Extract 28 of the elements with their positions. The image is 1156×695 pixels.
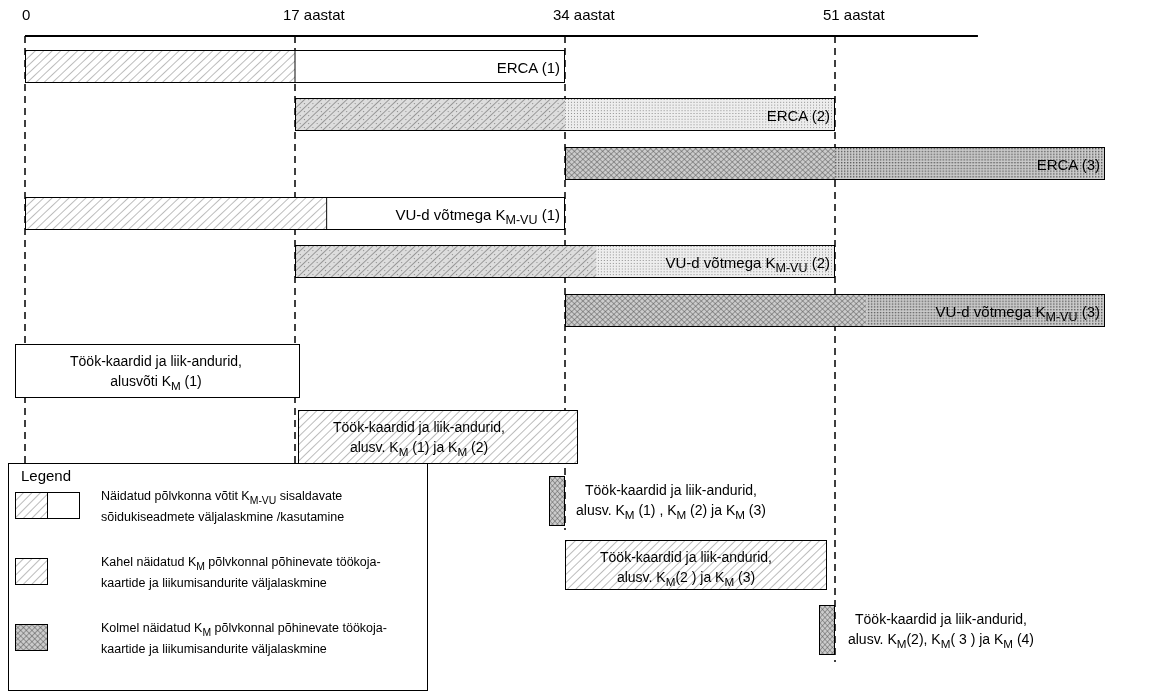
timeline-bar xyxy=(565,147,1105,180)
timeline-bar xyxy=(298,410,578,464)
bar-label: VU-d võtmega K$_{M-VU}$ (2) xyxy=(665,252,830,277)
bar-label: VU-d võtmega K$_{M-VU}$ (1) xyxy=(395,204,560,229)
tick-label: 51 aastat xyxy=(823,6,885,23)
timeline-bar xyxy=(565,294,1105,327)
timeline-bar xyxy=(25,50,565,83)
legend-text: Kolmel näidatud K$_{M}$ põlvkonnal põhinevate töökoja-kaartide ja liikumisandurite väljalaskmine xyxy=(101,620,388,657)
timeline-bar xyxy=(295,98,835,131)
bar-label: VU-d võtmega K$_{M-VU}$ (3) xyxy=(935,301,1100,326)
timeline-bar xyxy=(25,197,565,230)
timeline-bar xyxy=(565,540,828,590)
tick-label: 0 xyxy=(22,6,31,23)
bar-caption: Töök-kaardid ja liik-andurid, alusv. K$_{M}$ (1) , K$_{M}$ (2) ja K$_{M}$ (3) xyxy=(575,481,767,523)
legend-text: Näidatud põlvkonna võtit K$_{M-VU}$ sisaldavate sõidukiseadmete väljalaskmine /kasutamine xyxy=(101,488,346,525)
legend-title: Legend xyxy=(21,467,72,484)
bar-caption: Töök-kaardid ja liik-andurid, alusv. K$_{M}$(2), K$_{M}$( 3 ) ja K$_{M}$ (4) xyxy=(846,610,1036,652)
bar-label: ERCA (2) xyxy=(766,105,830,126)
tick-label: 17 aastat xyxy=(283,6,345,23)
legend-text: Kahel näidatud K$_{M}$ põlvkonnal põhinevate töökoja-kaartide ja liikumisandurite väljalaskmine xyxy=(101,554,382,591)
tick-label: 34 aastat xyxy=(553,6,615,23)
bar-label: Töök-kaardid ja liik-andurid, alusv. K$_{M}$(2 ) ja K$_{M}$ (3) xyxy=(599,548,773,590)
timeline-bar xyxy=(295,245,835,278)
timeline-bar xyxy=(15,344,300,398)
bar-label: Töök-kaardid ja liik-andurid, alusv. K$_{M}$ (1) ja K$_{M}$ (2) xyxy=(332,418,506,460)
bar-label: Töök-kaardid ja liik-andurid, alusvõti K$_{M}$ (1) xyxy=(69,352,243,394)
bar-label: ERCA (3) xyxy=(1036,154,1100,175)
bar-label: ERCA (1) xyxy=(496,57,560,78)
